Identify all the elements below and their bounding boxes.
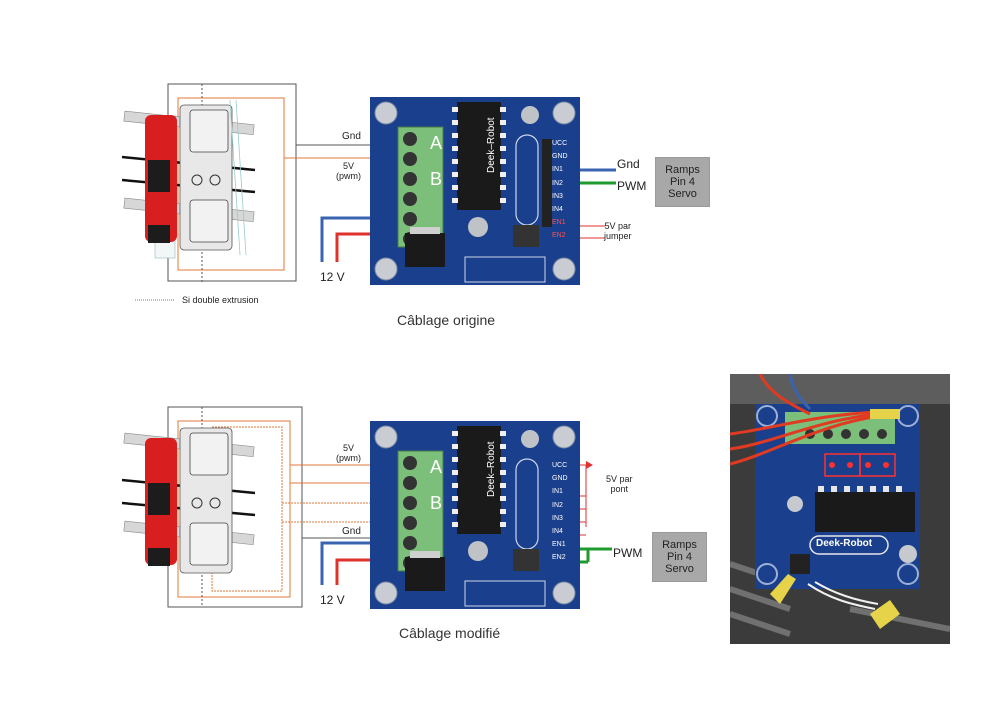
bridge-label: 5V par pont xyxy=(606,474,633,494)
brand-label: Deek–Robot xyxy=(486,117,497,173)
channel-a-label-bottom: A xyxy=(430,457,443,477)
ramps-line1: Ramps xyxy=(662,539,697,551)
jumper-label: 5V par jumper xyxy=(604,221,632,241)
channel-b-label: B xyxy=(430,169,443,189)
pin-gnd: GND xyxy=(552,153,568,161)
channel-a-label: A xyxy=(430,133,443,153)
top-caption: Câblage origine xyxy=(397,312,496,328)
ramps-line3: Servo xyxy=(665,563,694,575)
jumper-line1: 5V par xyxy=(604,221,632,231)
pin-en2: EN2 xyxy=(552,554,566,562)
pin-header-labels: UCC GND IN1 IN2 IN3 IN4 EN1 EN2 xyxy=(552,137,568,243)
extruder-illustration-bottom xyxy=(121,406,303,608)
pin-in4: IN4 xyxy=(552,528,563,536)
pin-gnd: GND xyxy=(552,475,568,483)
photo-brand-label: Deek-Robot xyxy=(816,538,873,549)
pin-in3: IN3 xyxy=(552,514,563,522)
ramps-line3: Servo xyxy=(668,188,697,200)
pwm-wire-label-bottom: 5V (pwm) xyxy=(336,443,361,463)
bottom-caption: Câblage modifié xyxy=(399,625,501,641)
pwm-wire-label: 5V (pwm) xyxy=(336,161,361,181)
gnd-wire-label: Gnd xyxy=(342,131,361,142)
board-graphics xyxy=(374,101,576,283)
jumper-line2: jumper xyxy=(604,231,632,241)
channel-b-label-bottom: B xyxy=(430,493,443,513)
pin-header-labels-bottom: UCC GND IN1 IN2 IN3 IN4 EN1 EN2 xyxy=(552,459,568,565)
gnd-wire-label-bottom: Gnd xyxy=(342,526,361,537)
pin-en1: EN1 xyxy=(552,219,566,227)
pin-ucc: UCC xyxy=(552,462,568,469)
extruder-illustration xyxy=(121,83,297,283)
12v-gnd-wire xyxy=(320,216,372,262)
pwm-bridge-wires xyxy=(548,547,612,564)
bridge-line2: pont xyxy=(610,484,629,494)
board-photo: Deek-Robot xyxy=(730,374,950,644)
ramps-box: Ramps Pin 4 Servo xyxy=(655,157,710,207)
ramps-line2: Pin 4 xyxy=(666,551,693,563)
pin-en1: EN1 xyxy=(552,541,566,549)
ramps-line2: Pin 4 xyxy=(669,176,696,188)
pin-en2: EN2 xyxy=(552,232,566,240)
pwm-paren-label: (pwm) xyxy=(336,171,361,181)
board-graphics-bottom xyxy=(374,425,576,607)
pin-in2: IN2 xyxy=(552,179,563,187)
brand-label-bottom: Deek–Robot xyxy=(486,441,497,497)
12v-vin-wire xyxy=(335,232,372,262)
pin-in4: IN4 xyxy=(552,206,563,214)
v5-label: 5V xyxy=(342,443,354,453)
v5-label: 5V xyxy=(342,161,354,171)
right-gnd-label: Gnd xyxy=(617,157,640,171)
pin-in2: IN2 xyxy=(552,501,563,509)
top-diagram: A B Deek–Robot UCC GND IN1 IN2 IN3 IN4 E… xyxy=(0,0,1000,340)
12v-label-bottom: 12 V xyxy=(320,593,345,607)
pin-in1: IN1 xyxy=(552,488,563,496)
bridge-line1: 5V par xyxy=(606,474,633,484)
right-pwm-label: PWM xyxy=(617,179,647,193)
top-wiring-svg xyxy=(121,83,616,301)
bridge-wires xyxy=(548,464,588,536)
board-photo-graphics xyxy=(730,374,950,644)
pwm-paren-label: (pwm) xyxy=(336,453,361,463)
motor-driver-board: A B Deek–Robot UCC GND IN1 IN2 IN3 IN4 E… xyxy=(370,97,580,285)
pin-in1: IN1 xyxy=(552,166,563,174)
ramps-box-bottom: Ramps Pin 4 Servo xyxy=(652,532,707,582)
ramps-line1: Ramps xyxy=(665,164,700,176)
legend-dotted-label: Si double extrusion xyxy=(182,295,259,305)
pin-in3: IN3 xyxy=(552,192,563,200)
pin-ucc: UCC xyxy=(552,140,568,147)
right-pwm-label-bottom: PWM xyxy=(613,546,643,560)
motor-driver-board-bottom: A B Deek–Robot UCC GND IN1 IN2 IN3 IN4 E… xyxy=(370,421,580,609)
12v-label: 12 V xyxy=(320,270,345,284)
